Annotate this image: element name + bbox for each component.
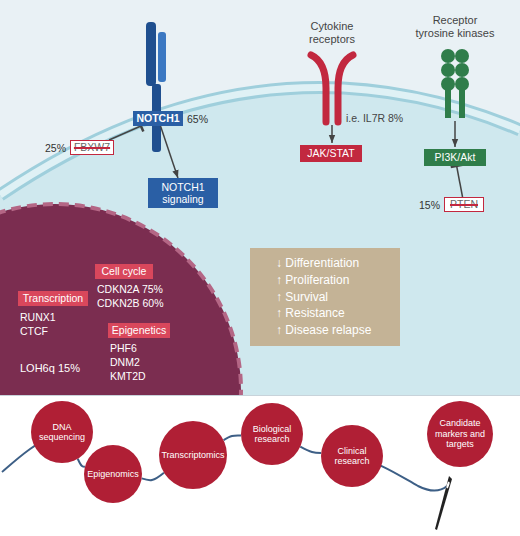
needle-symbol — [435, 476, 452, 530]
rtk-receptor — [445, 88, 451, 118]
frequency-label: 15% — [419, 198, 440, 210]
node-label: Cell cycle — [102, 265, 147, 277]
rtk-receptor — [455, 77, 469, 91]
frequency-label: 25% — [45, 141, 66, 153]
gene-label: KMT2D — [110, 370, 146, 383]
nucleus-membrane — [0, 204, 241, 395]
tumor-suppressor-box: 15%PTEN — [444, 197, 484, 212]
inhibition-line — [109, 126, 141, 140]
node-label: PTEN — [450, 198, 478, 210]
node-label: Transcription — [23, 292, 83, 304]
node-label: Candidate markers and targets — [431, 418, 489, 449]
node-label: DNA sequencing — [35, 422, 89, 443]
rtk-receptor — [459, 88, 465, 118]
needle-eye — [446, 481, 450, 488]
cytokine-receptor — [338, 55, 353, 122]
node-label: NOTCH1 — [136, 112, 179, 124]
node-label: Epigenetics — [112, 324, 166, 336]
rtk-receptor — [441, 63, 455, 77]
signal-arrow — [454, 121, 456, 147]
notch-receptor — [146, 22, 156, 86]
outcome-box: ↓ Differentiation↑ Proliferation↑ Surviv… — [250, 248, 400, 346]
thread-connector — [300, 447, 321, 453]
cell-membrane — [0, 88, 520, 195]
rtk-receptor — [455, 63, 469, 77]
gene-label: CDKN2B 60% — [97, 297, 164, 310]
thread-connector — [78, 459, 85, 467]
inhibition-line — [457, 166, 463, 197]
node-label: ↑ Disease relapse — [276, 322, 371, 339]
workflow-circle: Epigenomics — [84, 445, 142, 503]
pathway-box: JAK/STAT — [300, 145, 362, 162]
node-label: ↓ Differentiation — [276, 255, 359, 272]
node-label: FBXW7 — [74, 141, 110, 153]
node-label: Biological research — [245, 424, 299, 445]
node-label: Epigenomics — [87, 469, 139, 479]
frequency-label: i.e. IL7R 8% — [346, 112, 403, 125]
cell-membrane-inner — [0, 88, 520, 195]
gene-label: RUNX1 — [20, 311, 56, 324]
panel-divider — [0, 395, 520, 396]
rtk-receptor — [441, 77, 455, 91]
signal-arrow — [331, 125, 333, 143]
node-label: JAK/STAT — [307, 147, 354, 159]
thread-line — [352, 456, 447, 491]
node-label: ↑ Proliferation — [276, 272, 349, 289]
receptor-label: Receptor tyrosine kinases — [413, 14, 497, 40]
category-box: Cell cycle — [95, 264, 153, 279]
gene-label: PHF6 — [110, 342, 137, 355]
node-label: Clinical research — [325, 446, 379, 467]
pathway-box: PI3K/Akt — [424, 149, 486, 166]
cytokine-receptor — [311, 55, 326, 122]
thread-connector — [142, 473, 164, 480]
activation-arrow — [161, 126, 178, 178]
category-box: Transcription — [18, 291, 88, 306]
frequency-label: 65% — [187, 112, 208, 124]
workflow-circle: Clinical research — [321, 425, 383, 487]
workflow-circle: DNA sequencing — [31, 401, 93, 463]
gene-box: NOTCH165% — [133, 111, 183, 126]
rtk-receptor — [455, 49, 469, 63]
node-label: PI3K/Akt — [435, 151, 476, 163]
receptor-label: Cytokine receptors — [290, 20, 374, 46]
signaling-box: NOTCH1 signaling — [148, 178, 218, 208]
cell-layer: NOTCH165%25%FBXW7NOTCH1 signalingJAK/STA… — [0, 0, 520, 395]
workflow-circle: Transcriptomics — [159, 421, 227, 489]
gene-label: DNM2 — [110, 356, 140, 369]
tumor-suppressor-box: 25%FBXW7 — [70, 140, 114, 155]
gene-label: CTCF — [20, 325, 48, 338]
node-label: ↑ Survival — [276, 289, 328, 306]
notch-receptor — [158, 32, 166, 82]
gene-label: CDKN2A 75% — [97, 283, 163, 296]
node-label: Transcriptomics — [161, 450, 224, 460]
thread-connector — [224, 435, 241, 440]
node-label: LOH6q 15% — [20, 362, 80, 375]
thread-line — [2, 432, 62, 472]
workflow-circle: Biological research — [241, 403, 303, 465]
category-box: Epigenetics — [108, 323, 170, 338]
rtk-receptor — [441, 49, 455, 63]
node-label: ↑ Resistance — [276, 305, 345, 322]
workflow-circle: Candidate markers and targets — [427, 401, 493, 467]
node-label: NOTCH1 signaling — [148, 181, 218, 205]
